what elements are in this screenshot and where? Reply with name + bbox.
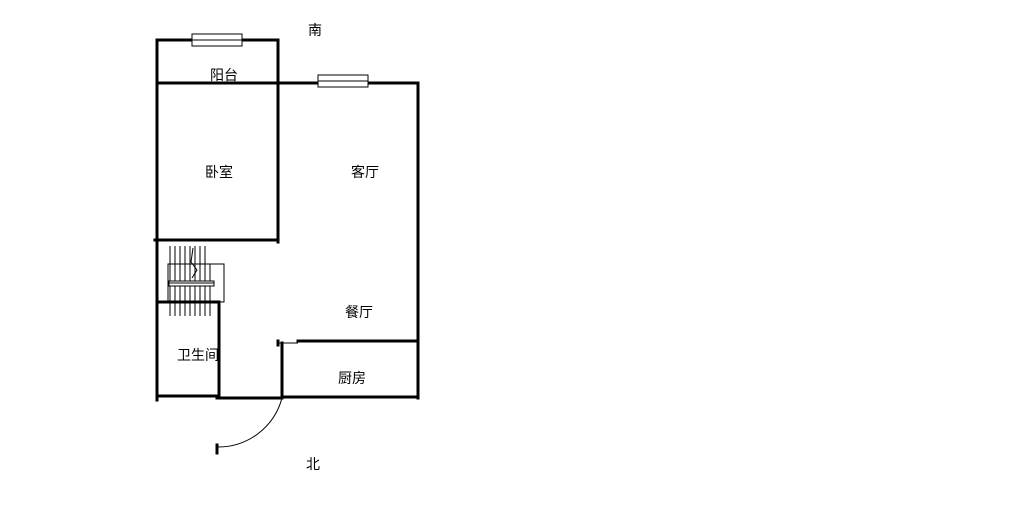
room-label-kitchen: 厨房 (338, 371, 366, 387)
room-label-balcony: 阳台 (210, 68, 238, 84)
window-balcony (191, 33, 243, 47)
staircase (167, 246, 225, 316)
window-living-room (317, 74, 369, 88)
room-label-bedroom: 卧室 (205, 164, 233, 181)
compass-south-label: 南 (308, 23, 322, 39)
room-label-dining-room: 餐厅 (345, 305, 373, 321)
compass-north-label: 北 (306, 457, 320, 473)
room-label-bathroom: 卫生间 (177, 348, 219, 364)
room-label-living-room: 客厅 (351, 164, 379, 181)
entrance-door (215, 397, 283, 455)
